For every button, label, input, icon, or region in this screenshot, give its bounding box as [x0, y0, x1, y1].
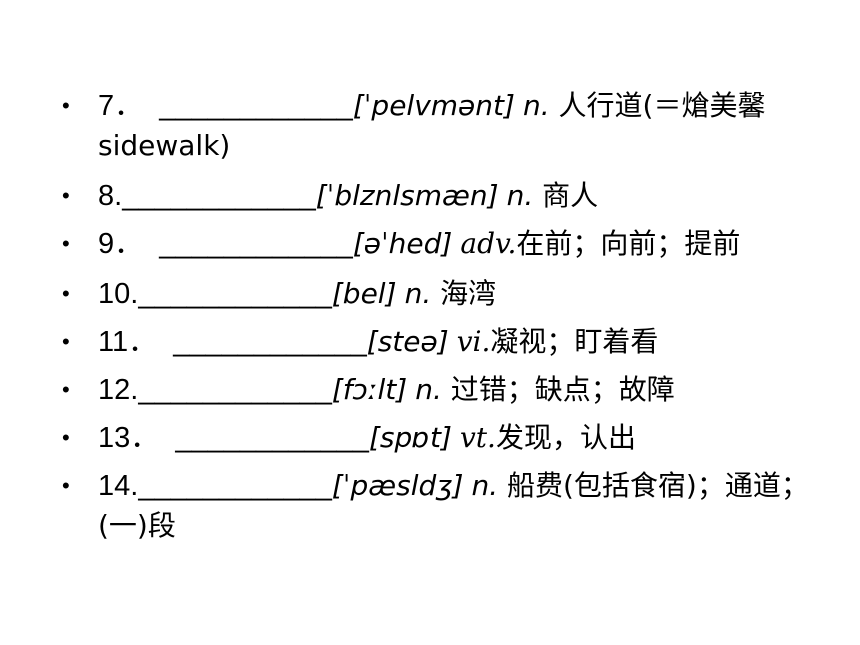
number-gap	[143, 90, 159, 122]
definition: 海湾	[431, 277, 497, 310]
phonetic: [bel]	[331, 277, 397, 310]
bullet: •	[62, 377, 70, 402]
answer-blank: ____________	[175, 422, 369, 454]
part-of-speech: vt.	[459, 421, 496, 454]
item-number: 7．	[98, 90, 144, 122]
part-of-speech: n.	[523, 89, 550, 122]
part-of-speech: n.	[471, 469, 499, 502]
vocabulary-list: •7． ____________[ˈpelvmənt] n. 人行道(＝熗美馨s…	[62, 86, 822, 556]
item-number: 13．	[98, 422, 160, 454]
answer-blank: ____________	[122, 180, 316, 212]
list-item: • 9． ____________[əˈhed] adv.在前；向前；提前	[62, 224, 822, 264]
definition: 船费(包括食宿)；通道；(一)段	[98, 469, 809, 542]
definition: 发现，认出	[495, 421, 636, 454]
list-item: • 11． ____________[steə] vi.凝视；盯着看	[62, 322, 822, 362]
definition: 过错；缺点；故障	[441, 373, 675, 406]
item-number: 10.	[98, 278, 139, 310]
bullet: •	[62, 329, 70, 354]
item-number: 11．	[98, 326, 158, 358]
bullet: •	[62, 473, 70, 498]
answer-blank: ____________	[173, 326, 367, 358]
part-of-speech: adv.	[460, 227, 517, 260]
list-item: • 8.____________[ˈblznlsmæn] n. 商人	[62, 176, 822, 216]
item-number: 9．	[98, 228, 144, 260]
phonetic: [ˈblznlsmæn]	[315, 179, 499, 212]
item-number: 12.	[98, 374, 139, 406]
item-number: 14.	[98, 470, 139, 502]
number-gap	[143, 228, 159, 260]
bullet: •	[62, 183, 70, 208]
answer-blank: ____________	[138, 470, 332, 502]
part-of-speech: n.	[506, 179, 534, 212]
answer-blank: ____________	[138, 278, 332, 310]
definition: 商人	[533, 179, 599, 212]
answer-blank: ____________	[159, 228, 353, 260]
phonetic: [əˈhed]	[352, 227, 453, 260]
bullet: •	[62, 281, 70, 306]
definition: 在前；向前；提前	[516, 227, 741, 260]
bullet: •	[62, 93, 70, 118]
answer-blank: ____________	[159, 90, 353, 122]
phonetic: [fɔːlt]	[331, 373, 408, 406]
list-item: • 12.____________[fɔːlt] n. 过错；缺点；故障	[62, 370, 822, 410]
phonetic: [ˈpelvmənt]	[352, 89, 515, 122]
number-gap	[159, 422, 175, 454]
number-gap	[157, 326, 173, 358]
list-item: • 14.____________[ˈpæsldʒ] n. 船费(包括食宿)；通道…	[62, 466, 822, 546]
list-item: • 10.____________[bel] n. 海湾	[62, 274, 822, 314]
phonetic: [spɒt]	[368, 421, 452, 454]
list-item: • 7． ____________[ˈpelvmənt] n. 人行道(＝熗美馨s…	[62, 86, 822, 166]
bullet: •	[62, 425, 70, 450]
definition: 人行道(＝熗美馨sidewalk)	[98, 89, 766, 162]
list-item: • 13． ____________[spɒt] vt.发现，认出	[62, 418, 822, 458]
item-number: 8.	[98, 180, 123, 212]
part-of-speech: n.	[415, 373, 442, 406]
phonetic: [ˈpæsldʒ]	[331, 469, 464, 502]
definition: 凝视；盯着看	[490, 325, 659, 358]
phonetic: [steə]	[366, 325, 449, 358]
part-of-speech: n.	[404, 277, 432, 310]
answer-blank: ____________	[138, 374, 332, 406]
bullet: •	[62, 231, 70, 256]
part-of-speech: vi.	[456, 325, 491, 358]
